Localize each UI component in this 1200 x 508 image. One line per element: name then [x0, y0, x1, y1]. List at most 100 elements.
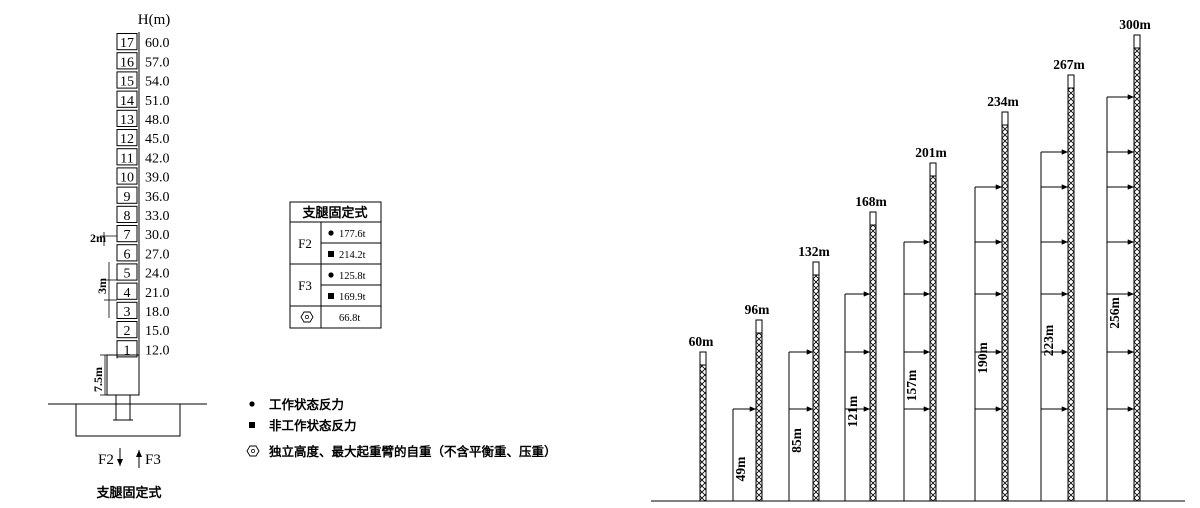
tower-top [812, 261, 820, 276]
table-cell: 177.6t [339, 229, 366, 240]
square-icon [249, 422, 255, 428]
section-number: 8 [124, 209, 131, 224]
section-number-box [116, 186, 138, 204]
tower-mast [699, 364, 707, 502]
section-number: 14 [120, 94, 134, 109]
hexagon-icon [300, 311, 314, 323]
section-number-box [116, 90, 138, 108]
section-number: 1 [124, 343, 131, 358]
section-number: 12 [120, 132, 134, 147]
tower-anchored-height: 190m [975, 342, 990, 374]
legend-item: 工作状态反力 [269, 397, 344, 412]
section-height: 36.0 [145, 190, 170, 205]
section-height: 48.0 [145, 113, 170, 128]
section-number-box [116, 71, 138, 89]
dot-icon [328, 230, 334, 236]
section-height: 24.0 [145, 267, 170, 282]
section-number-box [116, 301, 138, 319]
section-number: 4 [124, 286, 131, 301]
tower-mast [812, 274, 820, 502]
section-height: 18.0 [145, 305, 170, 320]
dim-3m-label: 3m [95, 278, 109, 294]
section-number: 6 [124, 247, 131, 262]
dim-7-5m-label: 7.5m [91, 367, 105, 392]
section-number: 9 [124, 190, 131, 205]
tower-total-height: 267m [1053, 57, 1085, 72]
diagram-caption: 支腿固定式 [95, 485, 161, 500]
tower-mast [1067, 87, 1075, 502]
section-number-box [116, 263, 138, 281]
tower-total-height: 234m [987, 94, 1019, 109]
section-number-box [116, 321, 138, 339]
section-number: 5 [124, 267, 131, 282]
section-number-box [116, 244, 138, 262]
force-f2-label: F2 [98, 452, 114, 468]
legend-item: 独立高度、最大起重臂的自重（不含平衡重、压重） [268, 444, 557, 459]
section-number: 2 [124, 324, 131, 339]
table-cell: 66.8t [339, 313, 360, 324]
mast-base-section [106, 354, 140, 396]
tower-top [1067, 74, 1075, 89]
tower-anchored-height: 157m [904, 369, 919, 401]
tower-top [929, 162, 937, 177]
table-cell: 125.8t [339, 271, 366, 282]
section-height: 39.0 [145, 171, 170, 186]
hexagon-icon [246, 445, 260, 457]
section-number-box [116, 340, 138, 358]
section-number: 3 [124, 305, 131, 320]
section-number-box [116, 148, 138, 166]
legend: 工作状态反力 非工作状态反力 独立高度、最大起重臂的自重（不含平衡重、压重） [246, 397, 557, 459]
height-header: H(m) [138, 12, 171, 28]
force-f3-label: F3 [145, 452, 161, 468]
tower-top [1133, 34, 1141, 49]
tower-mast [929, 175, 937, 502]
table-cell: 214.2t [339, 250, 366, 261]
tower-anchored-height: 121m [845, 395, 860, 427]
tower-2: 96m 49m [732, 302, 771, 502]
tower-anchored-height: 49m [733, 456, 748, 482]
tower-mast [755, 332, 763, 502]
tower-mast [869, 224, 877, 502]
tower-total-height: 132m [798, 244, 830, 259]
section-height: 54.0 [145, 75, 170, 90]
tower-mast [1001, 124, 1009, 502]
table-cell: 169.9t [339, 292, 366, 303]
tower-top [699, 351, 707, 366]
tower-6: 234m 190m [974, 94, 1020, 502]
section-number: 15 [120, 75, 134, 90]
section-height: 60.0 [145, 36, 170, 51]
section-height: 12.0 [145, 343, 170, 358]
section-number-box [116, 129, 138, 147]
section-height: 15.0 [145, 324, 170, 339]
table-title: 支腿固定式 [301, 205, 367, 220]
tower-total-height: 96m [745, 302, 771, 317]
tower-1: 60m [689, 334, 715, 502]
section-height: 51.0 [145, 94, 170, 109]
section-number: 13 [120, 113, 134, 128]
dim-2m-label: 2m [90, 231, 106, 245]
dot-icon [249, 401, 255, 407]
tower-anchored-height: 256m [1107, 297, 1122, 329]
section-height: 33.0 [145, 209, 170, 224]
dot-icon [328, 272, 334, 278]
section-number-box [116, 225, 138, 243]
tower-total-height: 60m [689, 334, 715, 349]
tower-top [869, 211, 877, 226]
legend-item: 非工作状态反力 [269, 418, 357, 433]
section-number: 16 [120, 55, 134, 70]
section-number: 7 [124, 228, 131, 243]
section-number: 10 [120, 171, 134, 186]
table-group-f2: F2 [298, 236, 312, 251]
section-number: 17 [120, 36, 134, 51]
foundation-pit [75, 404, 181, 437]
reaction-force-table: 支腿固定式 F2 177.6t 214.2t F3 125.8t 169.9t … [289, 201, 382, 329]
